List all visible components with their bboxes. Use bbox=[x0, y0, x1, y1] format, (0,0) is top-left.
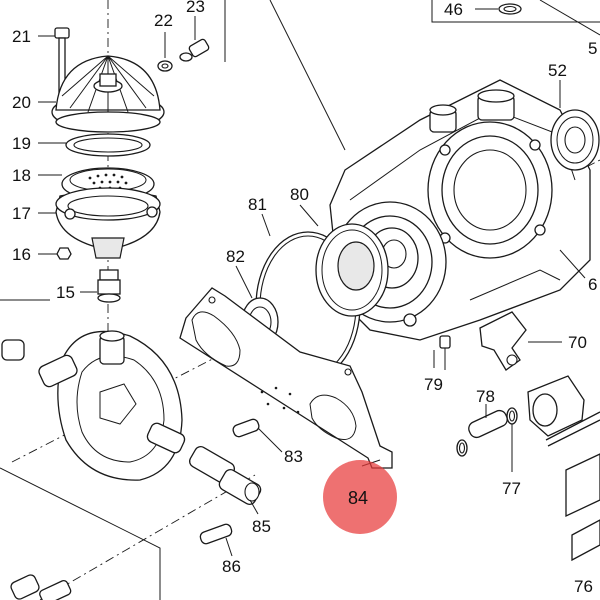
label-15: 15 bbox=[56, 283, 75, 302]
label-18: 18 bbox=[12, 166, 31, 185]
label-52: 52 bbox=[548, 61, 567, 80]
label-20: 20 bbox=[12, 93, 31, 112]
label-84: 84 bbox=[348, 488, 368, 508]
part-17-pump-head bbox=[55, 187, 161, 259]
label-82: 82 bbox=[226, 247, 245, 266]
part-84-plate bbox=[179, 287, 393, 469]
label-81: 81 bbox=[248, 195, 267, 214]
leader-lines bbox=[38, 35, 586, 368]
labels: 21 22 23 46 20 19 18 17 16 15 52 81 80 8… bbox=[12, 0, 597, 596]
part-80-ring bbox=[299, 204, 389, 317]
label-6: 6 bbox=[588, 275, 597, 294]
part-20-dome-cover bbox=[51, 55, 165, 133]
right-side-parts bbox=[527, 375, 600, 562]
label-76: 76 bbox=[574, 577, 593, 596]
label-22: 22 bbox=[154, 11, 173, 30]
label-78: 78 bbox=[476, 387, 495, 406]
part-23-fitting bbox=[179, 16, 210, 62]
label-19: 19 bbox=[12, 134, 31, 153]
part-85-elbow bbox=[188, 446, 262, 515]
part-70-bracket bbox=[479, 311, 562, 371]
label-17: 17 bbox=[12, 204, 31, 223]
label-46: 46 bbox=[444, 0, 463, 19]
highlight-circle bbox=[323, 460, 397, 534]
part-83-pin bbox=[232, 418, 283, 453]
fittings-left-edge bbox=[1, 339, 72, 600]
label-5: 5 bbox=[588, 39, 597, 58]
label-70: 70 bbox=[568, 333, 587, 352]
label-23: 23 bbox=[186, 0, 205, 16]
part-15-valve bbox=[80, 269, 121, 303]
part-78-sleeve bbox=[468, 404, 508, 439]
pump-housing-left bbox=[38, 330, 186, 481]
part-77-orings bbox=[456, 407, 518, 472]
part-19-seal bbox=[65, 133, 151, 157]
part-52-bearing bbox=[550, 80, 600, 171]
label-86: 86 bbox=[222, 557, 241, 576]
label-21: 21 bbox=[12, 27, 31, 46]
label-80: 80 bbox=[290, 185, 309, 204]
label-16: 16 bbox=[12, 245, 31, 264]
label-83: 83 bbox=[284, 447, 303, 466]
part-46-ring bbox=[475, 3, 522, 15]
label-85: 85 bbox=[252, 517, 271, 536]
part-86-screw bbox=[199, 523, 233, 557]
label-77: 77 bbox=[502, 479, 521, 498]
label-79: 79 bbox=[424, 375, 443, 394]
part-16-nut bbox=[56, 247, 72, 260]
part-22-nut bbox=[157, 32, 173, 72]
part-79-bolt bbox=[439, 335, 451, 370]
